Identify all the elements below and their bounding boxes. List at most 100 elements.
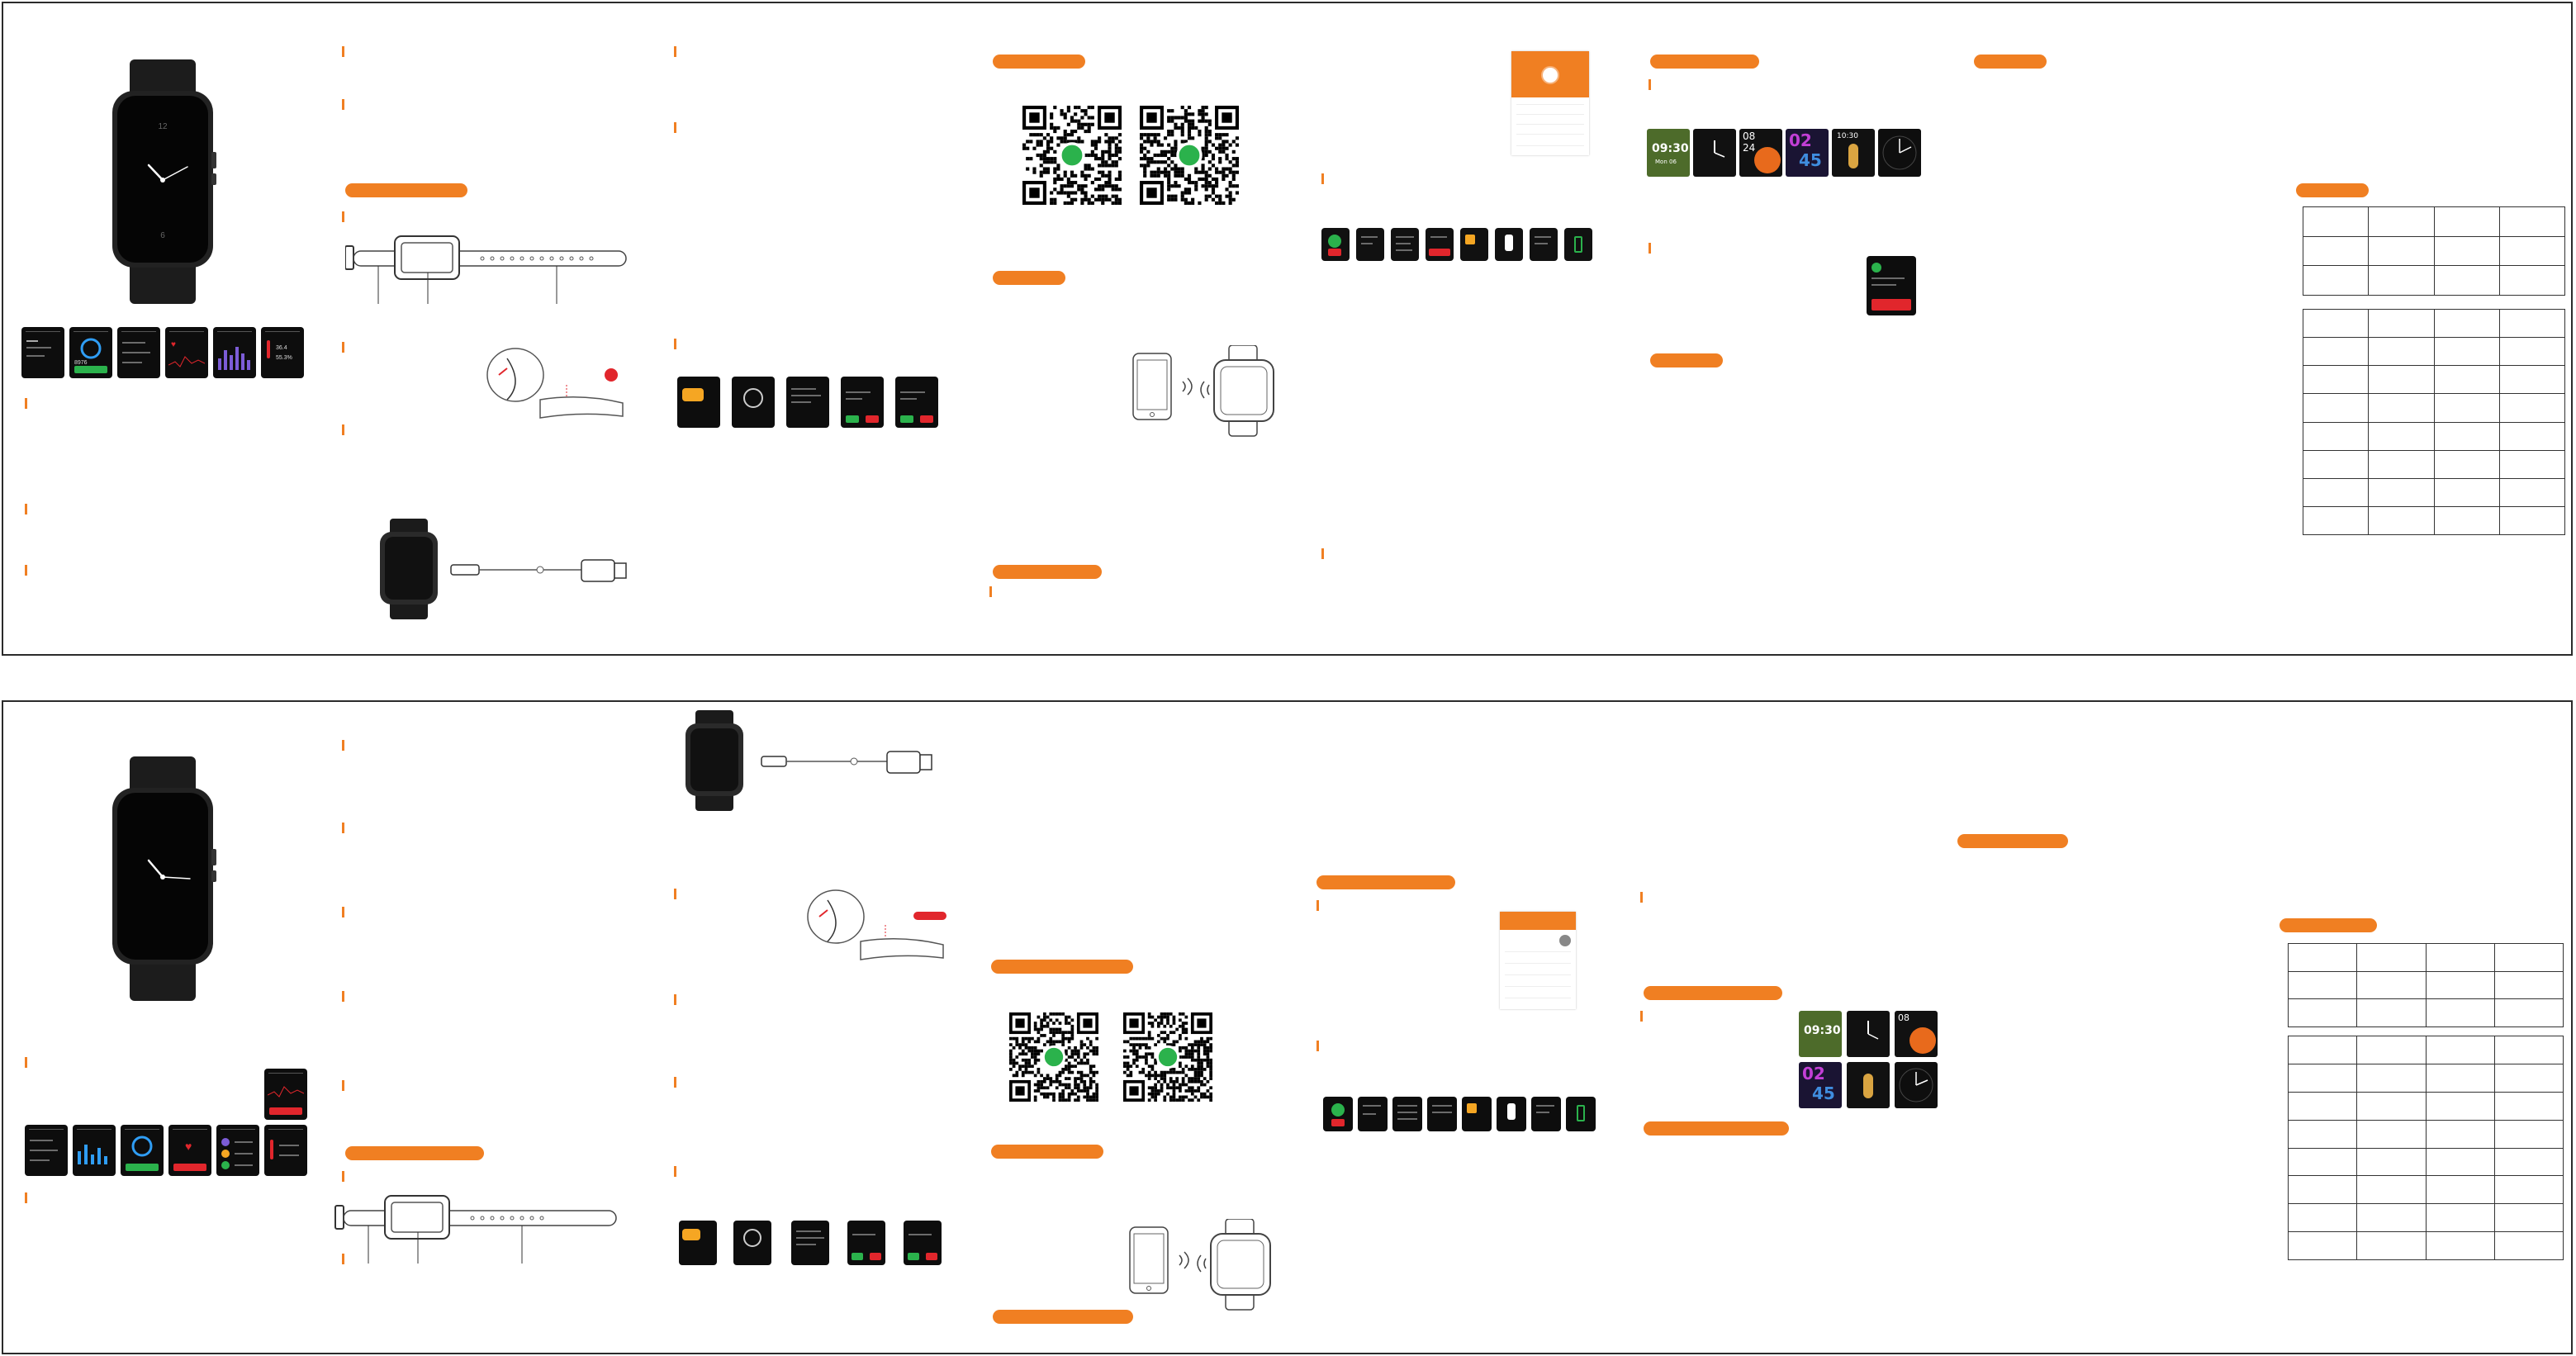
watch-face-camo: 09:30 Mon 06 [1647, 129, 1690, 177]
section-heading-bar [991, 960, 1133, 974]
watch-face-feather: 10:30 [1832, 129, 1875, 177]
watch-face-orange-planet: 08 [1895, 1011, 1938, 1057]
section-heading-bar [2296, 183, 2369, 197]
spec-table-2 [2287, 1036, 2564, 1260]
screen-thumb-temperature [264, 1125, 307, 1176]
watch-face-feather [1847, 1062, 1890, 1108]
face-time: 09:30 [1652, 142, 1689, 155]
watch-face-camo: 09:30 [1799, 1011, 1842, 1057]
screen-thumb-heart: ♥ [168, 1125, 211, 1176]
screen-thumb-dial-4 [1427, 1097, 1457, 1131]
bullet-marker [674, 994, 676, 1005]
bullet-marker [674, 46, 676, 57]
screen-thumb-temperature: 36.4 55.3% [261, 327, 304, 378]
bullet-marker [342, 991, 344, 1002]
screen-thumb-dial-7 [1531, 1097, 1561, 1131]
face-date: Mon 06 [1655, 159, 1677, 165]
screen-thumb-activity [117, 327, 160, 378]
watch-face-classic [1878, 129, 1921, 177]
screen-thumb-dial-6 [1495, 228, 1523, 261]
bullet-marker [674, 1166, 676, 1177]
screen-thumb-notify [677, 377, 720, 428]
screen-thumb-message [791, 1221, 829, 1265]
screen-thumb-sleep [213, 327, 256, 378]
bluetooth-waves-icon [1182, 377, 1193, 396]
bullet-marker [1321, 548, 1324, 559]
temperature-readout: 36.4 [276, 345, 287, 351]
bullet-marker [342, 342, 344, 353]
bullet-marker [342, 424, 344, 435]
screen-thumb-message [786, 377, 829, 428]
bullet-marker [342, 907, 344, 917]
screen-thumb-notify [679, 1221, 717, 1265]
screen-thumb-dial-6 [1497, 1097, 1526, 1131]
bullet-marker [1316, 900, 1319, 911]
smartwatch-hero-image: 12 6 [112, 59, 216, 304]
bullet-marker [674, 1077, 676, 1088]
screen-thumb-menu-list [216, 1125, 259, 1176]
watch-face-purple-digits: 02 45 [1799, 1062, 1842, 1108]
section-heading-bar [1644, 986, 1782, 1000]
watch-strap-diagram [334, 1195, 617, 1264]
screen-thumb-battery [1564, 228, 1592, 261]
screen-thumb-dial-4 [1426, 228, 1454, 261]
watch-face-classic [1895, 1062, 1938, 1108]
screen-thumb-vibrate [733, 1221, 771, 1265]
bell-vibrate-icon [743, 1229, 761, 1247]
bullet-marker [342, 99, 344, 110]
face-hour: 02 [1802, 1064, 1825, 1083]
screen-thumb-dial-7 [1530, 228, 1558, 261]
section-heading-bar [993, 565, 1102, 579]
heart-icon: ♥ [185, 1140, 192, 1153]
bullet-marker [1649, 243, 1651, 254]
wrist-wearing-diagram [486, 348, 624, 419]
spec-table-1 [2287, 943, 2564, 1027]
thermometer-icon [270, 1140, 273, 1159]
face-minute: 24 [1743, 142, 1756, 154]
section-heading-bar [991, 1145, 1103, 1159]
bullet-marker [1316, 1041, 1319, 1051]
watch-face-analog [1693, 129, 1736, 177]
face-time: 09:30 [1804, 1024, 1841, 1037]
face-minute: 45 [1799, 150, 1822, 170]
section-heading-bar [1650, 353, 1723, 367]
section-heading-bar [345, 183, 467, 197]
bullet-marker [1640, 892, 1643, 903]
screen-thumb-call [841, 377, 884, 428]
bullet-marker [1321, 173, 1324, 184]
section-heading-bar [993, 55, 1085, 69]
face-hour: 08 [1743, 130, 1756, 142]
humidity-readout: 55.3% [276, 355, 292, 361]
svg-text:6: 6 [160, 231, 165, 240]
screen-thumb-heart: ♥ [165, 327, 208, 378]
bullet-marker [342, 740, 344, 751]
qr-code-ios [1123, 1012, 1212, 1102]
section-heading-bar [993, 1310, 1133, 1324]
qr-code-ios [1140, 106, 1239, 205]
screen-thumb-menu [21, 327, 64, 378]
bullet-marker [25, 565, 27, 576]
screen-thumb-dial-5 [1460, 228, 1488, 261]
avatar [1559, 935, 1571, 946]
charging-cable-diagram [686, 710, 932, 811]
heart-icon: ♥ [171, 340, 176, 349]
back-sheet: ♥ [2, 700, 2573, 1354]
watch-strap-diagram [345, 235, 627, 304]
app-screenshot-settings [1500, 912, 1576, 1009]
smartwatch-hero-image [112, 756, 216, 1001]
face-hour: 02 [1789, 130, 1812, 150]
battery-icon [1577, 1105, 1585, 1121]
phone-bluetooth-pairing-diagram [1129, 1219, 1271, 1311]
section-heading-bar [1974, 55, 2047, 69]
screen-thumb-dial-3 [1391, 228, 1419, 261]
section-heading-bar [993, 271, 1065, 285]
qr-code-android [1022, 106, 1122, 205]
face-minute: 45 [1812, 1083, 1835, 1103]
qr-code-android [1009, 1012, 1098, 1102]
section-heading-bar [1650, 55, 1759, 69]
front-sheet: 12 6 8976 ♥ 36.4 55.3% [2, 2, 2573, 656]
screen-thumb-call [847, 1221, 885, 1265]
bullet-marker [1649, 79, 1651, 90]
spec-table-1 [2302, 206, 2566, 296]
bullet-marker [674, 339, 676, 349]
